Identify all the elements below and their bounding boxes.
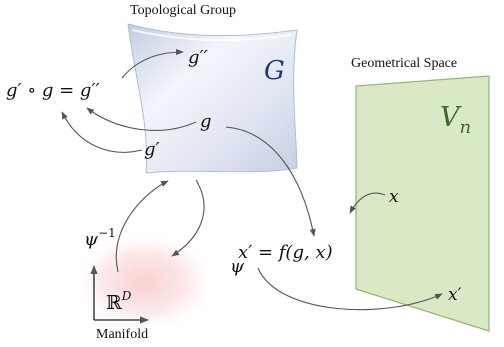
g-double-prime-label: g′′ [188,47,208,68]
composition-label: g′ ∘ g = g′′ [6,80,100,101]
geometrical-space-sheet [355,75,490,332]
arrow-group-to-manifold-psi [171,179,205,257]
manifold-region [84,240,206,324]
action-label: x′ = f(g, x) [238,242,333,263]
x-label: x [389,187,399,207]
arrow-g-to-action [225,126,316,237]
psi-label: ψ [230,256,245,277]
space-symbol: Vn [440,102,471,138]
x-prime-label: x′ [448,285,462,305]
rd-label: ℝD [106,289,132,314]
manifold-axes [90,265,149,324]
arrow-g-to-composition [86,107,197,131]
arrow-action-to-x-prime [257,267,443,311]
arrow-composition-to-g-double-prime [121,48,184,79]
arrow-manifold-to-group-psi-inverse [115,180,169,273]
g-label: g [200,111,212,132]
group-symbol: G [264,56,285,86]
g-prime-label: g′ [144,139,160,160]
geometrical-space-title: Geometrical Space [351,56,457,71]
manifold-title: Manifold [96,327,148,342]
arrow-x-to-action [349,192,386,214]
topological-group-title: Topological Group [130,3,236,18]
psi-inverse-label: ψ−1 [84,226,116,250]
arrow-g-prime-to-composition [61,111,143,153]
